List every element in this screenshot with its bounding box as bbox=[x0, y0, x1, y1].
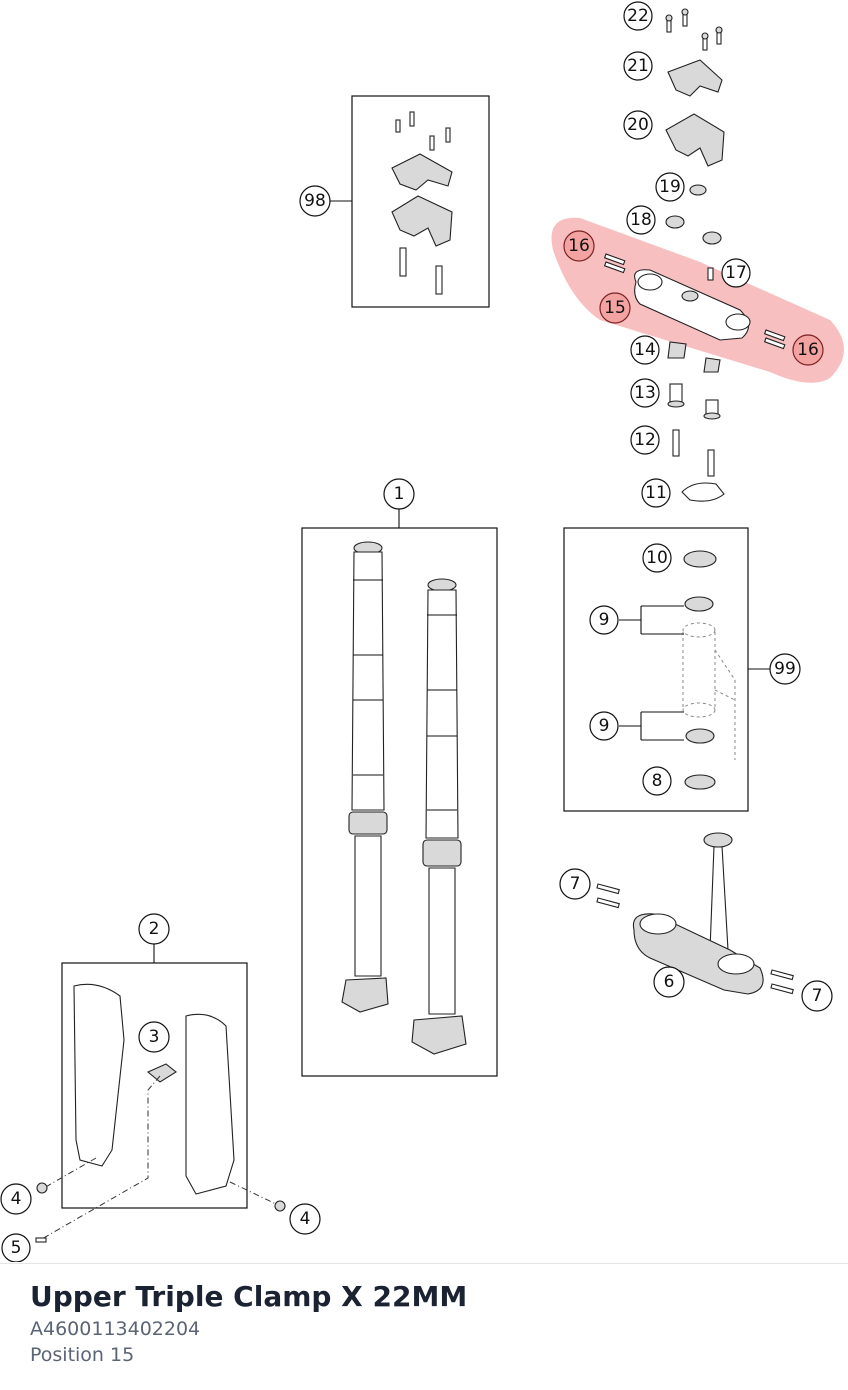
callout-13[interactable]: 13 bbox=[630, 378, 660, 408]
callout-14[interactable]: 14 bbox=[630, 335, 660, 365]
callout-8[interactable]: 8 bbox=[642, 766, 672, 796]
callout-4-left[interactable]: 4 bbox=[0, 1183, 32, 1215]
svg-text:17: 17 bbox=[725, 263, 747, 283]
callout-7-left[interactable]: 7 bbox=[559, 868, 591, 900]
fork-leg-left[interactable] bbox=[341, 541, 389, 1013]
svg-text:16: 16 bbox=[568, 236, 590, 256]
seal-8[interactable] bbox=[684, 774, 716, 790]
callout-2[interactable]: 2 bbox=[138, 913, 170, 945]
bushing-13[interactable] bbox=[667, 383, 721, 420]
svg-text:3: 3 bbox=[149, 1027, 160, 1047]
callout-16-right[interactable]: 16 bbox=[792, 334, 824, 366]
callout-99[interactable]: 99 bbox=[769, 653, 801, 685]
callout-17[interactable]: 17 bbox=[721, 258, 751, 288]
fork-leg-right[interactable] bbox=[411, 578, 467, 1055]
guard-clip-3[interactable] bbox=[146, 1063, 177, 1083]
svg-text:1: 1 bbox=[394, 484, 405, 504]
screws-12[interactable] bbox=[672, 429, 715, 477]
svg-text:4: 4 bbox=[300, 1209, 311, 1229]
part-title: Upper Triple Clamp X 22MM bbox=[30, 1280, 468, 1313]
svg-text:11: 11 bbox=[645, 483, 667, 503]
steering-tube-ghost bbox=[682, 622, 736, 760]
washer-19[interactable] bbox=[689, 184, 707, 196]
part-info-panel: Upper Triple Clamp X 22MM A4600113402204… bbox=[30, 1278, 467, 1368]
svg-text:7: 7 bbox=[812, 986, 823, 1006]
callout-7-right[interactable]: 7 bbox=[801, 980, 833, 1012]
part-number: A4600113402204 bbox=[30, 1318, 201, 1340]
clamp-bolts-16-left[interactable] bbox=[603, 253, 626, 274]
svg-text:99: 99 bbox=[774, 659, 796, 679]
washer-18a[interactable] bbox=[665, 215, 685, 229]
svg-text:13: 13 bbox=[634, 383, 656, 403]
svg-text:8: 8 bbox=[652, 771, 663, 791]
svg-text:4: 4 bbox=[11, 1189, 22, 1209]
cable-guide-11[interactable] bbox=[681, 482, 725, 502]
callout-16-left[interactable]: 16 bbox=[563, 230, 595, 262]
svg-text:5: 5 bbox=[11, 1238, 22, 1258]
callout-98[interactable]: 98 bbox=[299, 185, 331, 217]
cap-14b[interactable] bbox=[703, 357, 721, 373]
svg-text:21: 21 bbox=[627, 56, 649, 76]
screw-4-right[interactable] bbox=[274, 1200, 286, 1212]
handlebar-clamp-top[interactable] bbox=[667, 59, 723, 97]
callout-9-bottom[interactable]: 9 bbox=[589, 711, 619, 741]
callout-3[interactable]: 3 bbox=[138, 1021, 170, 1053]
part-position: Position 15 bbox=[30, 1344, 135, 1366]
clamp-bolts-16-right[interactable] bbox=[763, 329, 786, 350]
svg-text:98: 98 bbox=[304, 191, 326, 211]
svg-text:2: 2 bbox=[149, 919, 160, 939]
svg-text:6: 6 bbox=[664, 972, 675, 992]
info-divider bbox=[0, 1263, 848, 1264]
svg-text:20: 20 bbox=[627, 115, 649, 135]
callout-12[interactable]: 12 bbox=[630, 425, 660, 455]
screws-22[interactable] bbox=[665, 8, 723, 51]
fork-guard-right[interactable] bbox=[185, 1013, 235, 1195]
exploded-parts-diagram: 22 21 20 19 18 16 17 15 16 14 13 12 11 9… bbox=[0, 1, 844, 1262]
svg-text:9: 9 bbox=[599, 716, 610, 736]
bearing-9-bottom[interactable] bbox=[685, 728, 715, 744]
kit-98-parts bbox=[391, 111, 453, 295]
upper-triple-clamp-15[interactable] bbox=[634, 269, 751, 341]
svg-text:12: 12 bbox=[634, 430, 656, 450]
svg-text:9: 9 bbox=[599, 610, 610, 630]
callout-20[interactable]: 20 bbox=[623, 110, 653, 140]
screw-4-left[interactable] bbox=[36, 1182, 48, 1194]
callout-18[interactable]: 18 bbox=[626, 205, 656, 235]
callout-1[interactable]: 1 bbox=[383, 478, 415, 510]
washer-18b[interactable] bbox=[702, 231, 722, 245]
screw-5[interactable] bbox=[35, 1237, 47, 1243]
svg-text:7: 7 bbox=[570, 874, 581, 894]
bearing-9-top[interactable] bbox=[684, 596, 714, 612]
lower-triple-clamp-6[interactable] bbox=[632, 832, 764, 995]
handlebar-clamp-lower[interactable] bbox=[665, 113, 725, 167]
callout-11[interactable]: 11 bbox=[641, 478, 671, 508]
svg-text:15: 15 bbox=[604, 298, 626, 318]
callout-5[interactable]: 5 bbox=[1, 1233, 31, 1262]
svg-text:16: 16 bbox=[797, 340, 819, 360]
seal-10[interactable] bbox=[683, 550, 717, 568]
callout-21[interactable]: 21 bbox=[623, 51, 653, 81]
svg-text:19: 19 bbox=[659, 177, 681, 197]
clamp-bolts-7-right[interactable] bbox=[770, 969, 794, 995]
svg-text:18: 18 bbox=[630, 210, 652, 230]
callout-10[interactable]: 10 bbox=[642, 543, 672, 573]
svg-text:10: 10 bbox=[646, 548, 668, 568]
callout-19[interactable]: 19 bbox=[655, 172, 685, 202]
callout-6[interactable]: 6 bbox=[653, 966, 685, 998]
callout-4-right[interactable]: 4 bbox=[289, 1203, 321, 1235]
svg-text:14: 14 bbox=[634, 340, 656, 360]
fork-guard-left[interactable] bbox=[73, 983, 125, 1167]
clamp-bolts-7-left[interactable] bbox=[596, 883, 620, 909]
svg-text:22: 22 bbox=[627, 6, 649, 26]
callout-15[interactable]: 15 bbox=[599, 292, 631, 324]
cap-14a[interactable] bbox=[667, 341, 687, 359]
fork-box-1[interactable] bbox=[301, 527, 498, 1077]
callout-22[interactable]: 22 bbox=[623, 1, 653, 31]
callout-9-top[interactable]: 9 bbox=[589, 605, 619, 635]
screw-17[interactable] bbox=[707, 267, 714, 281]
